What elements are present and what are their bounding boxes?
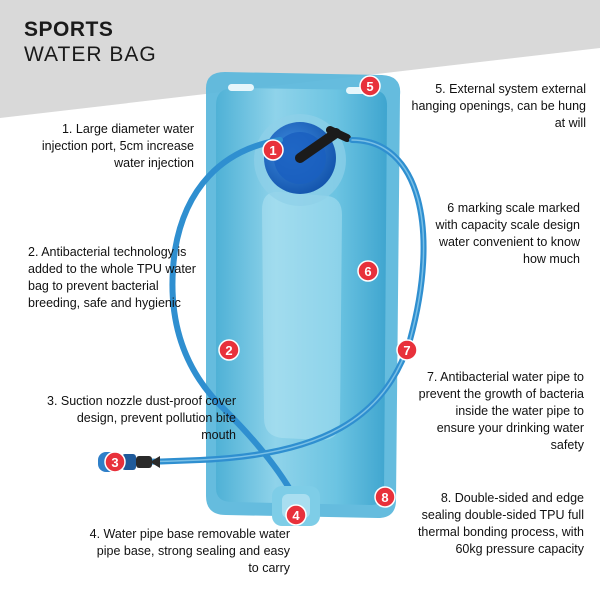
badge-7-label: 7 [403,343,410,358]
page-title: SPORTS WATER BAG [24,18,157,68]
badge-8-label: 8 [381,490,388,505]
feature-caption-2: 2. Antibacterial technology is added to … [28,245,196,310]
bladder [205,72,401,518]
badge-2-label: 2 [225,343,232,358]
badge-1-label: 1 [269,143,276,158]
title-line1: SPORTS [24,18,114,41]
hanging-slot-left [228,84,254,91]
badge-2: 2 [218,339,240,361]
feature-caption-3: 3. Suction nozzle dust-proof cover desig… [47,394,236,442]
injection-port [254,114,351,206]
badge-8: 8 [374,486,396,508]
badge-3: 3 [104,451,126,473]
number-badges: 1 2 3 4 5 6 7 8 [104,75,418,526]
title-line2: WATER BAG [24,43,157,66]
badge-4: 4 [285,504,307,526]
feature-caption-7: 7. Antibacterial water pipe to prevent t… [418,370,584,452]
feature-caption-4: 4. Water pipe base removable water pipe … [89,527,290,575]
feature-caption-1: 1. Large diameter water injection port, … [41,122,194,170]
feature-caption-6: 6 marking scale marked with capacity sca… [435,201,580,266]
badge-1: 1 [262,139,284,161]
feature-caption-5: 5. External system external hanging open… [411,82,586,130]
badge-5-label: 5 [366,79,373,94]
badge-4-label: 4 [292,508,300,523]
drinking-tube [117,137,427,503]
feature-caption-8: 8. Double-sided and edge sealing double-… [417,491,584,556]
badge-6: 6 [357,260,379,282]
badge-7: 7 [396,339,418,361]
badge-5: 5 [359,75,381,97]
badge-6-label: 6 [364,264,371,279]
badge-3-label: 3 [111,455,118,470]
